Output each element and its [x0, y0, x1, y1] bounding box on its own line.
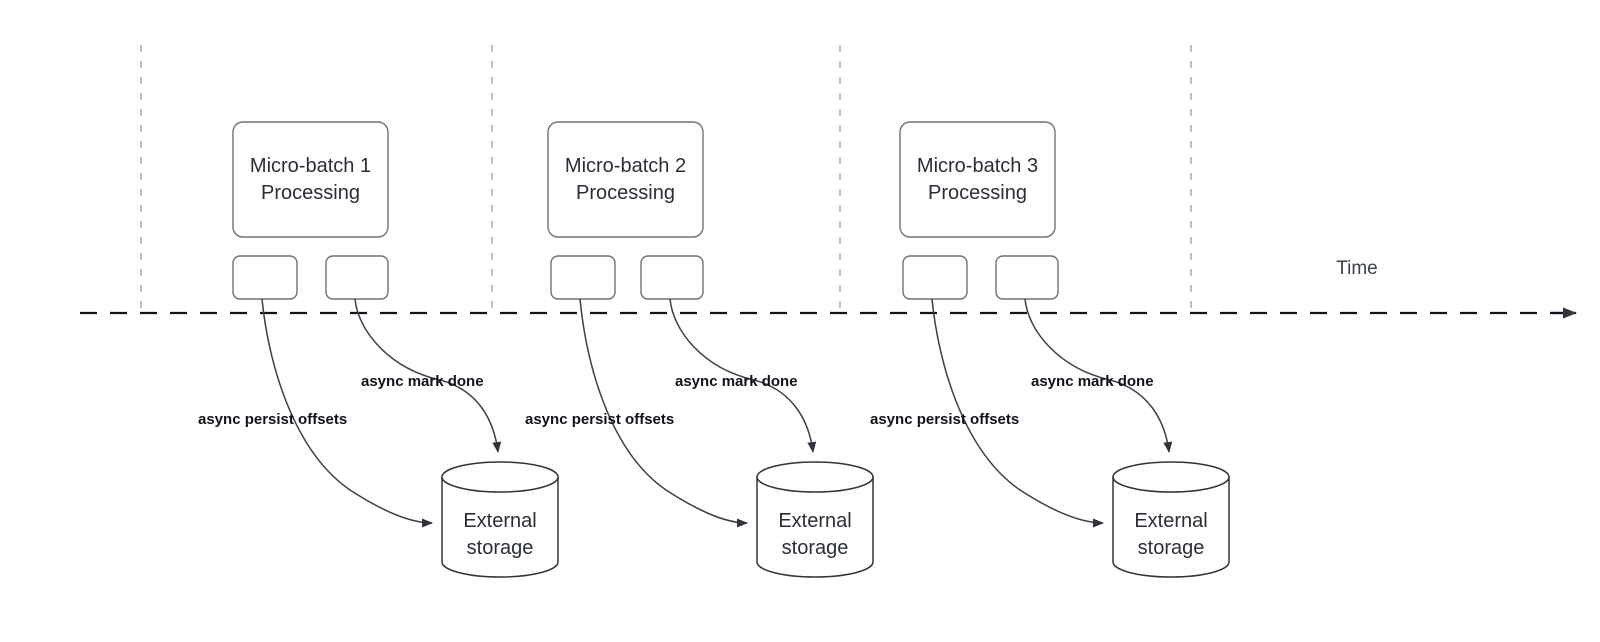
group-2: Micro-batch 2 Processing async persist o…: [525, 121, 874, 578]
edge-label-mark-done-3: async mark done: [1031, 373, 1154, 390]
microbatch-box-1-label-line2: Processing: [261, 182, 360, 204]
microbatch-box-3-label-line2: Processing: [928, 182, 1027, 204]
edge-persist-offsets-1: [261, 298, 433, 528]
task-box-3b[interactable]: [995, 255, 1059, 300]
edge-mark-done-1: [354, 298, 502, 453]
edge-mark-done-2: [669, 298, 817, 453]
microbatch-box-2-label-line1: Micro-batch 2: [565, 155, 686, 177]
edge-persist-offsets-2: [579, 298, 748, 528]
task-box-1a[interactable]: [232, 255, 298, 300]
external-storage-3[interactable]: External storage: [1112, 461, 1230, 578]
group-1: Micro-batch 1 Processing async persist o…: [198, 121, 559, 578]
task-box-2b[interactable]: [640, 255, 704, 300]
edge-label-persist-offsets-1: async persist offsets: [198, 411, 347, 428]
microbatch-box-3[interactable]: [899, 121, 1056, 238]
task-box-1b[interactable]: [325, 255, 389, 300]
external-storage-1-label-line2: storage: [467, 537, 534, 559]
external-storage-2-label-line1: External: [778, 510, 851, 532]
microbatch-box-1-label-line1: Micro-batch 1: [250, 155, 371, 177]
external-storage-3-label-line2: storage: [1138, 537, 1205, 559]
edge-label-mark-done-1: async mark done: [361, 373, 484, 390]
task-box-2a[interactable]: [550, 255, 616, 300]
microbatch-box-2[interactable]: [547, 121, 704, 238]
edge-label-persist-offsets-2: async persist offsets: [525, 411, 674, 428]
microbatch-box-2-label-line2: Processing: [576, 182, 675, 204]
external-storage-2-label-line2: storage: [782, 537, 849, 559]
group-3: Micro-batch 3 Processing async persist o…: [870, 121, 1230, 578]
external-storage-1-label-line1: External: [463, 510, 536, 532]
edge-mark-done-3: [1024, 298, 1173, 453]
task-box-3a[interactable]: [902, 255, 968, 300]
timeline-label: Time: [1336, 258, 1378, 279]
microbatch-box-1[interactable]: [232, 121, 389, 238]
edge-persist-offsets-3: [931, 298, 1104, 528]
microbatch-box-3-label-line1: Micro-batch 3: [917, 155, 1038, 177]
external-storage-1[interactable]: External storage: [441, 461, 559, 578]
edge-label-persist-offsets-3: async persist offsets: [870, 411, 1019, 428]
external-storage-3-label-line1: External: [1134, 510, 1207, 532]
divider-group: [140, 45, 1192, 313]
external-storage-2[interactable]: External storage: [756, 461, 874, 578]
edge-label-mark-done-2: async mark done: [675, 373, 798, 390]
